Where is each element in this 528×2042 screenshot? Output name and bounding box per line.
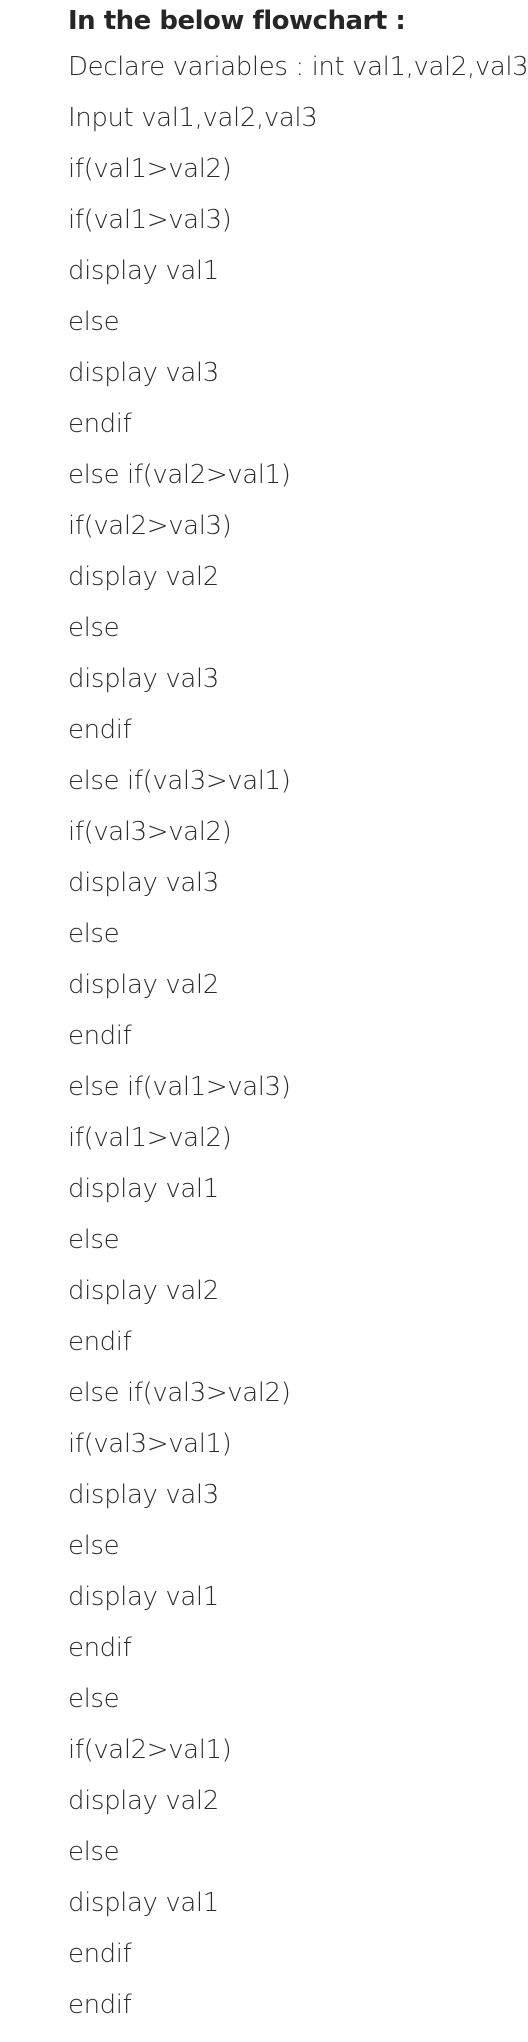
pseudocode-line: display val2 xyxy=(68,1276,219,1306)
pseudocode-line: display val2 xyxy=(68,1786,219,1816)
pseudocode-line: else if(val1>val3) xyxy=(68,1072,291,1102)
pseudocode-line: if(val1>val2) xyxy=(68,1123,232,1153)
pseudocode-line: if(val1>val2) xyxy=(68,154,232,184)
pseudocode-line: else xyxy=(68,1225,120,1255)
pseudocode-line: else xyxy=(68,1837,120,1867)
pseudocode-line: endif xyxy=(68,1990,132,2020)
pseudocode-line: display val3 xyxy=(68,868,219,898)
pseudocode-line: display val1 xyxy=(68,1174,219,1204)
pseudocode-line: display val3 xyxy=(68,664,219,694)
pseudocode-line: display val2 xyxy=(68,562,219,592)
pseudocode-line: endif xyxy=(68,1633,132,1663)
pseudocode-line: display val1 xyxy=(68,256,219,286)
pseudocode-line: if(val1>val3) xyxy=(68,205,232,235)
pseudocode-line: if(val3>val1) xyxy=(68,1429,232,1459)
pseudocode-line: endif xyxy=(68,1327,132,1357)
pseudocode-line: Declare variables : int val1,val2,val3 xyxy=(68,52,528,82)
pseudocode-line: if(val2>val3) xyxy=(68,511,232,541)
pseudocode-line: display val3 xyxy=(68,358,219,388)
pseudocode-line: display val3 xyxy=(68,1480,219,1510)
pseudocode-line: endif xyxy=(68,1939,132,1969)
document-title: In the below flowchart : xyxy=(68,6,406,36)
pseudocode-line: endif xyxy=(68,715,132,745)
pseudocode-line: endif xyxy=(68,409,132,439)
document-body: In the below flowchart : Declare variabl… xyxy=(68,0,528,2031)
pseudocode-line: else xyxy=(68,1531,120,1561)
pseudocode-line: else xyxy=(68,307,120,337)
pseudocode-line: else if(val3>val2) xyxy=(68,1378,291,1408)
pseudocode-line: else xyxy=(68,1684,120,1714)
pseudocode-line: Input val1,val2,val3 xyxy=(68,103,318,133)
pseudocode-line: else if(val2>val1) xyxy=(68,460,291,490)
pseudocode-line: if(val3>val2) xyxy=(68,817,232,847)
pseudocode-line: endif xyxy=(68,1021,132,1051)
pseudocode-line: else xyxy=(68,613,120,643)
pseudocode-line: else if(val3>val1) xyxy=(68,766,291,796)
pseudocode-line: display val1 xyxy=(68,1888,219,1918)
pseudocode-line: display val2 xyxy=(68,970,219,1000)
pseudocode-line: display val1 xyxy=(68,1582,219,1612)
pseudocode-line: else xyxy=(68,919,120,949)
pseudocode-line: if(val2>val1) xyxy=(68,1735,232,1765)
